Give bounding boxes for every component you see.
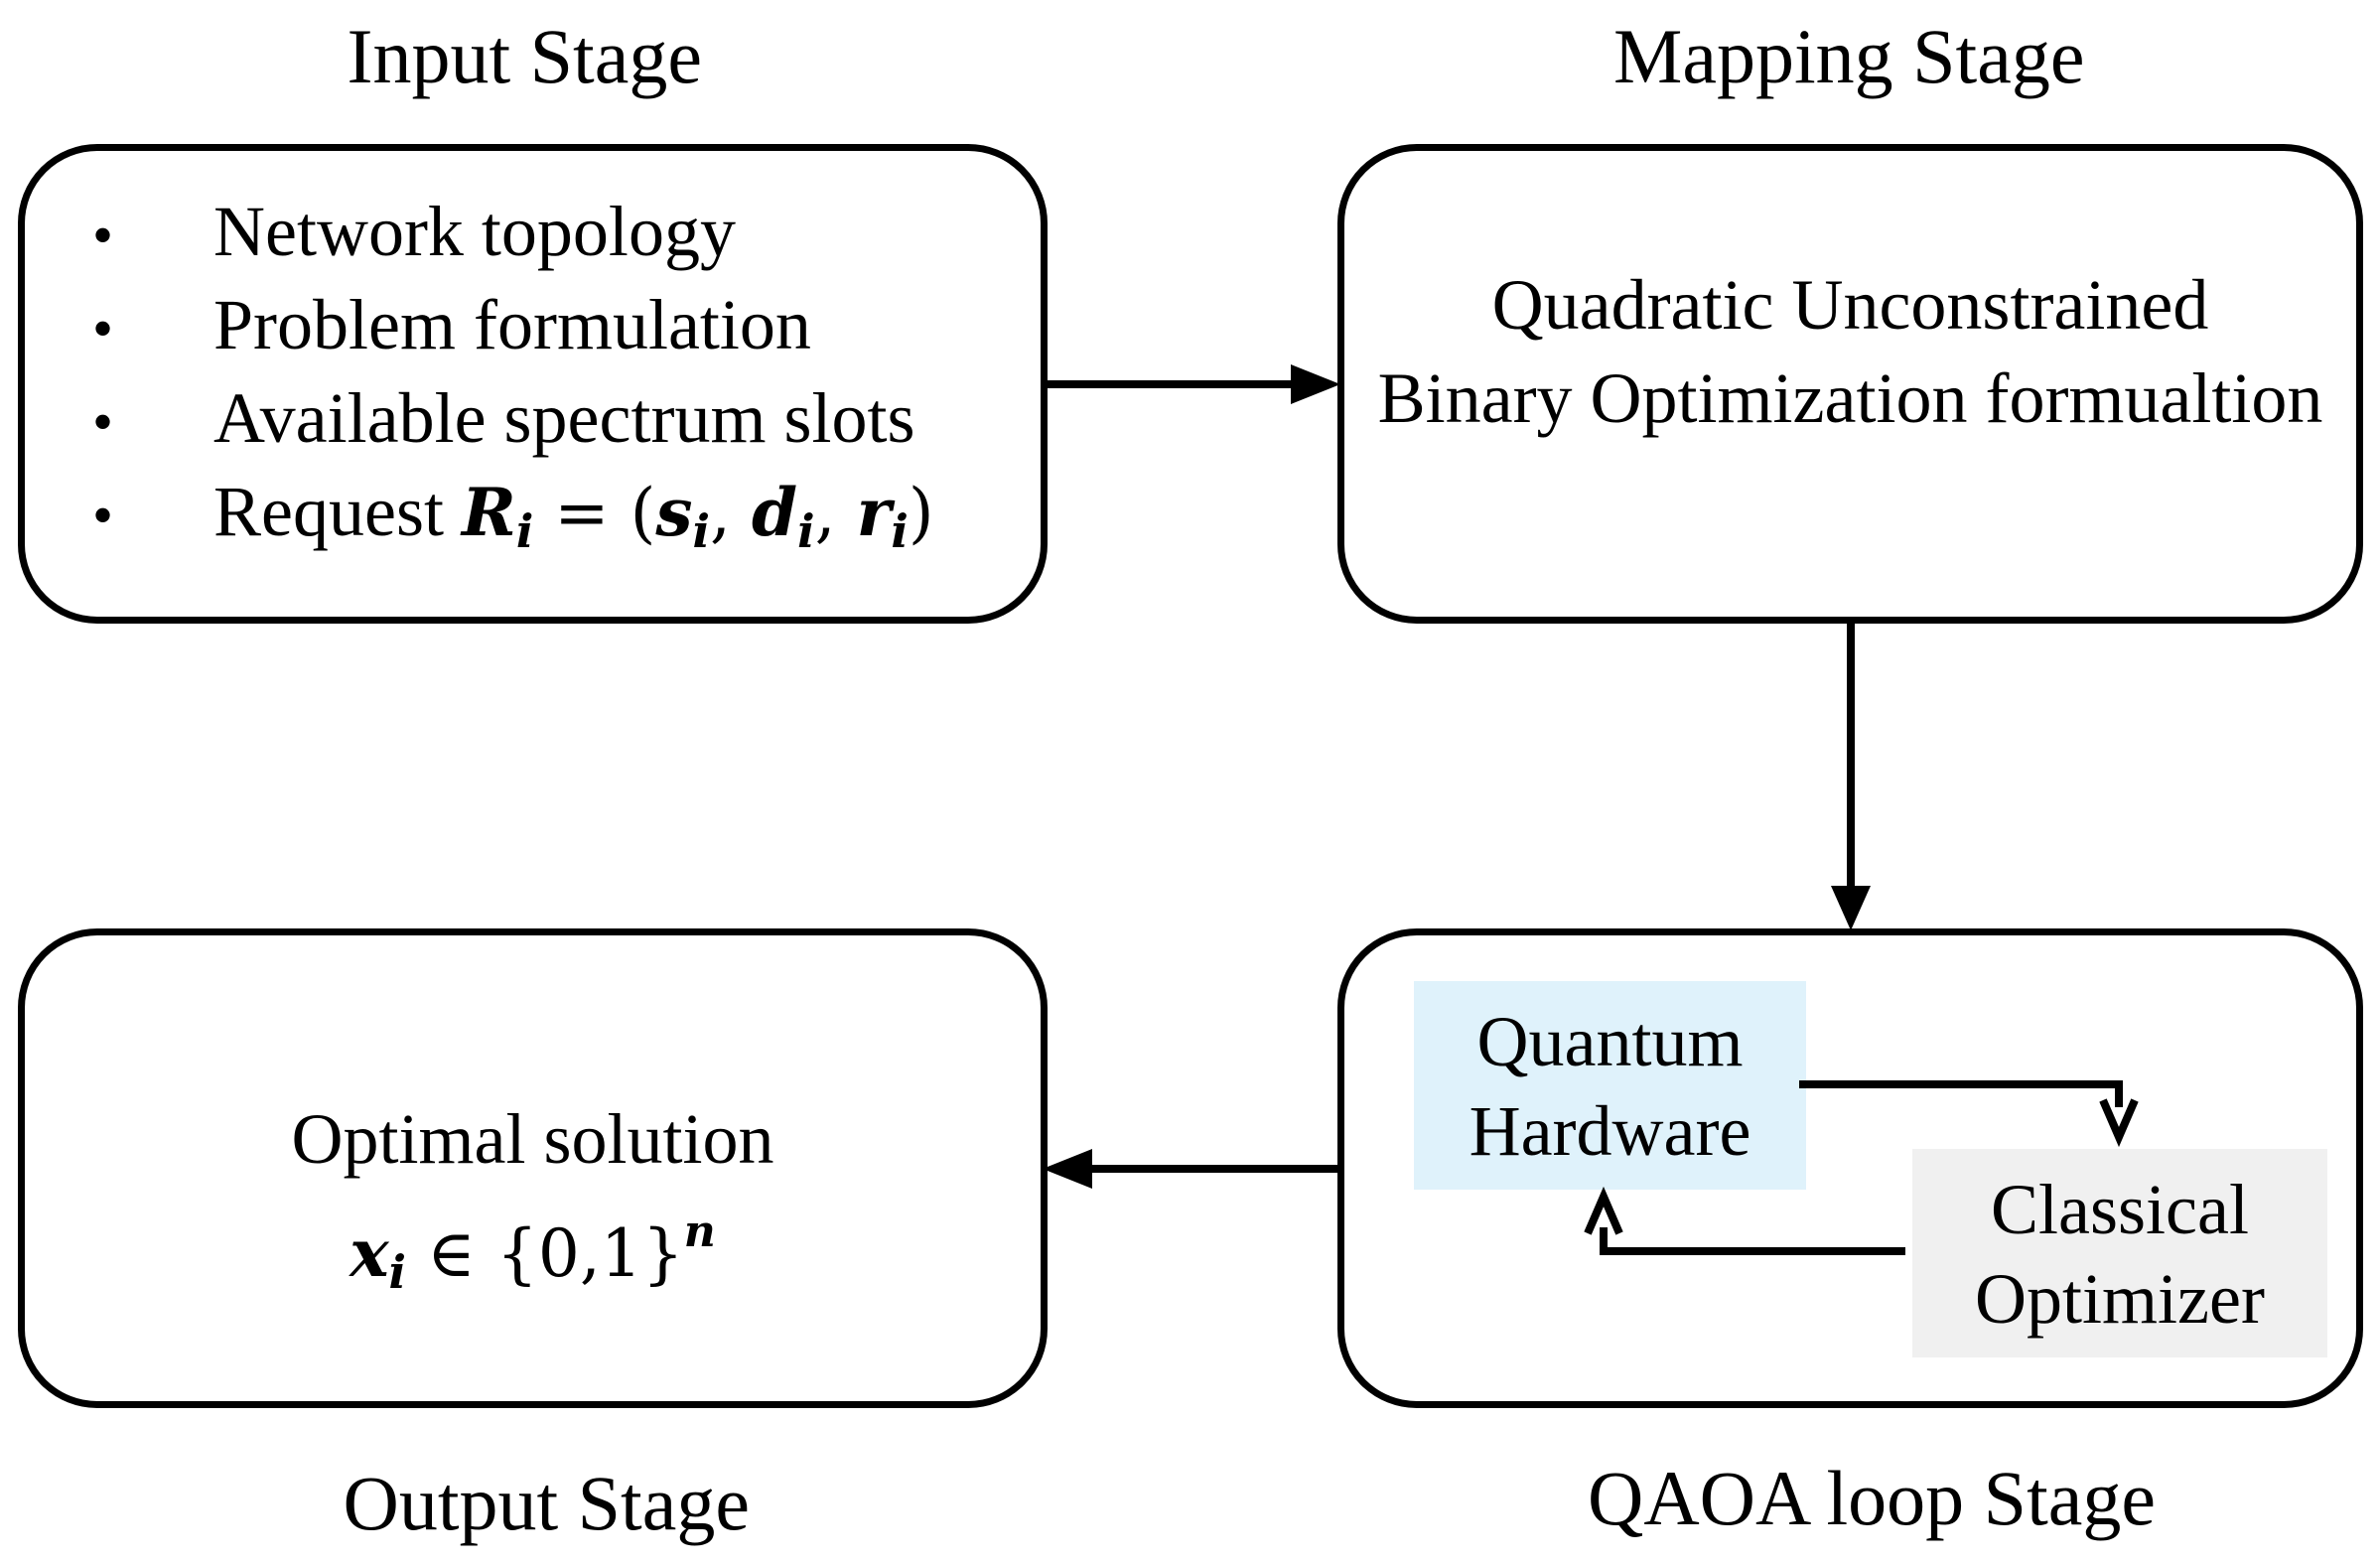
solution-formula: xi ∈ {0,1}n — [350, 1207, 716, 1299]
bullet-icon: • — [92, 296, 114, 361]
open-arrowhead-icon — [2099, 1098, 2139, 1148]
bullet-icon: • — [92, 483, 114, 548]
quantum-hardware-block: Quantum Hardware — [1414, 981, 1806, 1190]
mapping-stage-title: Mapping Stage — [1613, 13, 2085, 99]
qaoa-loop-box: Quantum Hardware Classical Optimizer — [1337, 928, 2363, 1408]
input-stage-title: Input Stage — [347, 13, 702, 99]
arrowhead-icon — [1043, 1149, 1092, 1189]
qaoa-stage-title: QAOA loop Stage — [1588, 1455, 2156, 1541]
classical-optimizer-block: Classical Optimizer — [1912, 1149, 2327, 1357]
quantum-to-classical-arrow — [1799, 1080, 2123, 1107]
arrowhead-icon — [1831, 886, 1871, 930]
list-item: •Available spectrum slots — [92, 373, 934, 467]
bullet-icon: • — [92, 389, 114, 455]
bullet-icon: • — [92, 203, 114, 268]
classical-to-quantum-arrow — [1600, 1227, 1905, 1255]
optimal-solution-text: Optimal solution xi ∈ {0,1}n — [25, 1092, 1041, 1319]
input-stage-box: •Network topology •Problem formulation •… — [18, 144, 1048, 624]
list-item: •Network topology — [92, 187, 934, 280]
list-item: •Request Ri = (si, di, ri) — [92, 472, 934, 558]
mapping-stage-box: Quadratic Unconstrained Binary Optimizat… — [1337, 144, 2363, 624]
list-item: •Problem formulation — [92, 280, 934, 373]
output-stage-title: Output Stage — [343, 1460, 750, 1546]
request-formula: Ri = (si, di, ri) — [461, 474, 934, 558]
arrowhead-icon — [1291, 364, 1340, 404]
qubo-text: Quadratic Unconstrained Binary Optimizat… — [1377, 265, 2323, 438]
open-arrowhead-icon — [1584, 1186, 1623, 1235]
input-list: •Network topology •Problem formulation •… — [92, 187, 934, 576]
